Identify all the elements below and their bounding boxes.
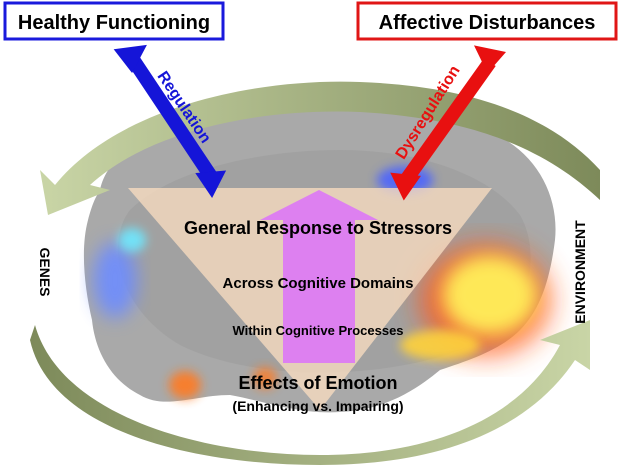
healthy-functioning-label: Healthy Functioning [18,12,210,34]
regulation-arrow [113,44,227,199]
activation-yellow-right [442,255,538,335]
affective-disturbances-box: Affective Disturbances [356,1,618,41]
activation-blue-left [93,242,137,318]
funnel-level-3: Within Cognitive Processes [232,323,403,338]
activation-orange-bottom-left [169,371,201,399]
genes-label: GENES [37,247,53,296]
activation-orange-bottom [253,367,277,389]
affective-disturbances-label: Affective Disturbances [379,12,596,34]
funnel-level-5: (Enhancing vs. Impairing) [232,398,403,414]
center-up-arrow [283,215,355,363]
funnel-level-1: General Response to Stressors [184,218,452,238]
environment-label: ENVIRONMENT [572,220,588,324]
activation-cyan-left [118,228,146,252]
dysregulation-arrow [390,45,507,201]
funnel-level-2: Across Cognitive Domains [223,275,414,292]
funnel-level-4: Effects of Emotion [238,373,397,393]
healthy-functioning-box: Healthy Functioning [3,1,225,41]
activation-yellow-lower [400,330,480,360]
center-up-arrow-head [260,190,378,220]
